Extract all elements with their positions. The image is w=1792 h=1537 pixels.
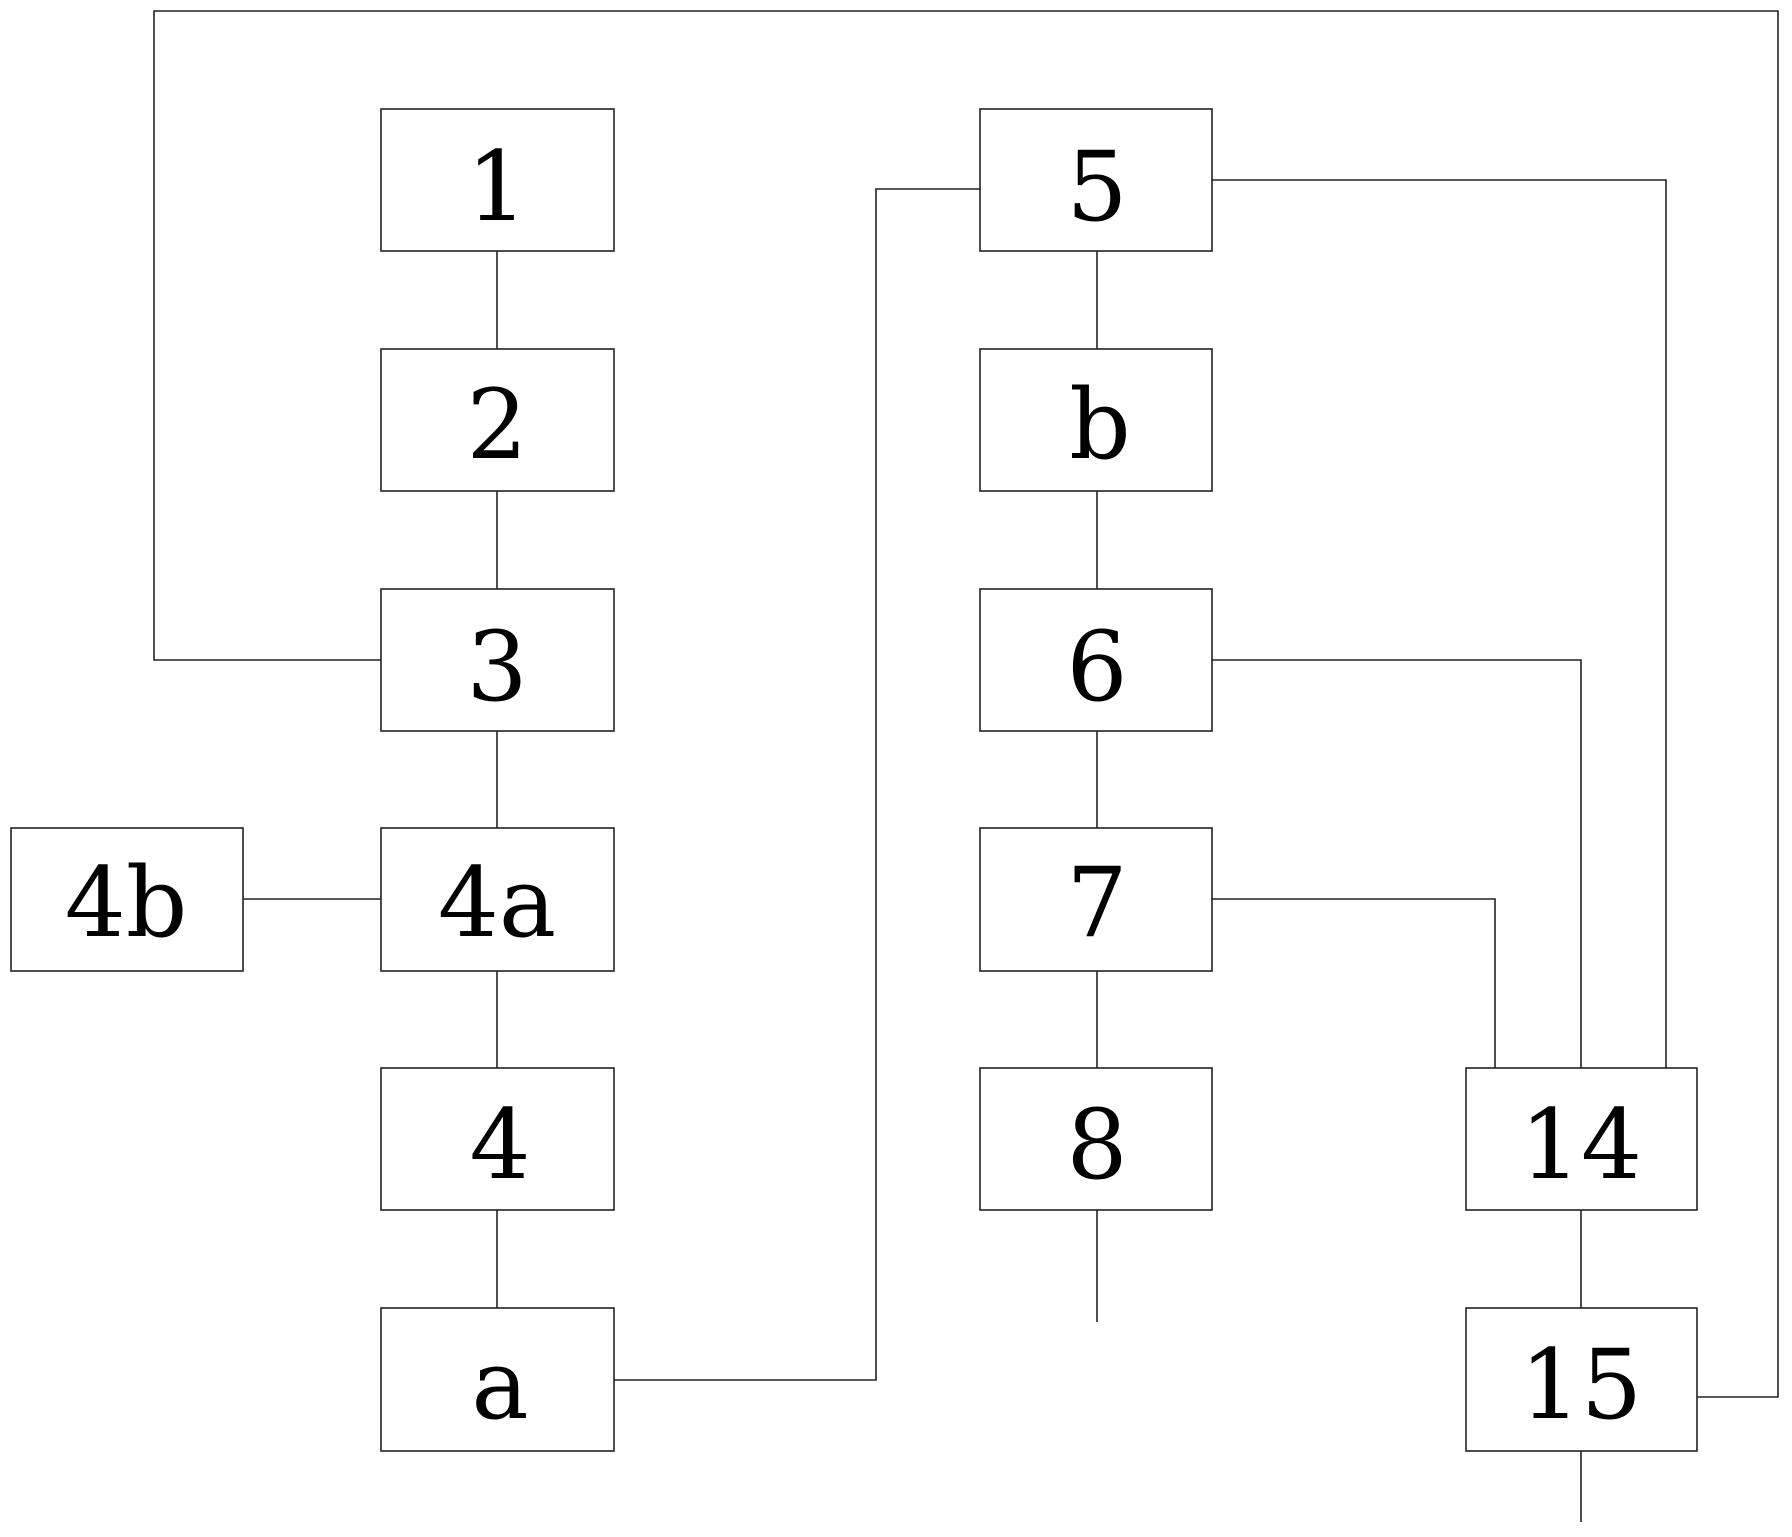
block-2-label: 2 bbox=[466, 369, 527, 481]
block-8-label: 8 bbox=[1066, 1089, 1127, 1201]
block-a: a bbox=[380, 1307, 615, 1452]
wire-6-14 bbox=[1212, 659, 1582, 1068]
block-5-box bbox=[979, 108, 1213, 252]
block-4a-label: 4a bbox=[438, 847, 556, 959]
block-8: 8 bbox=[979, 1067, 1213, 1211]
block-4a-box bbox=[380, 827, 615, 972]
block-8-box bbox=[979, 1067, 1213, 1211]
block-14-label: 14 bbox=[1520, 1089, 1642, 1201]
block-15-label: 15 bbox=[1520, 1329, 1642, 1441]
wire-5-14 bbox=[1212, 179, 1667, 1068]
block-4b-box bbox=[10, 827, 244, 972]
block-7: 7 bbox=[979, 827, 1213, 972]
wire-a-5 bbox=[614, 188, 980, 1381]
block-a-label: a bbox=[471, 1329, 528, 1441]
block-2-box bbox=[380, 348, 615, 492]
block-1-label: 1 bbox=[466, 131, 527, 243]
block-4-box bbox=[380, 1067, 615, 1211]
block-3: 3 bbox=[380, 588, 615, 732]
block-6: 6 bbox=[979, 588, 1213, 732]
block-b-box bbox=[979, 348, 1213, 492]
block-6-label: 6 bbox=[1066, 611, 1127, 723]
block-b-label: b bbox=[1069, 369, 1130, 481]
block-15-box bbox=[1465, 1307, 1698, 1452]
block-4b: 4b bbox=[10, 827, 244, 972]
block-6-box bbox=[979, 588, 1213, 732]
wire-15-3 bbox=[153, 10, 1779, 1398]
block-7-label: 7 bbox=[1066, 847, 1127, 959]
block-2: 2 bbox=[380, 348, 615, 492]
block-4: 4 bbox=[380, 1067, 615, 1211]
block-14: 14 bbox=[1465, 1067, 1698, 1211]
block-5-label: 5 bbox=[1066, 131, 1127, 243]
block-1: 1 bbox=[380, 108, 615, 252]
connection-wires bbox=[153, 10, 1779, 1522]
block-b: b bbox=[979, 348, 1213, 492]
wire-7-14 bbox=[1212, 898, 1496, 1068]
block-14-box bbox=[1465, 1067, 1698, 1211]
block-5: 5 bbox=[979, 108, 1213, 252]
block-3-box bbox=[380, 588, 615, 732]
block-4a: 4a bbox=[380, 827, 615, 972]
block-7-box bbox=[979, 827, 1213, 972]
block-4b-label: 4b bbox=[65, 847, 188, 959]
block-1-box bbox=[380, 108, 615, 252]
block-4-label: 4 bbox=[469, 1089, 530, 1201]
block-3-label: 3 bbox=[466, 611, 527, 723]
block-a-box bbox=[380, 1307, 615, 1452]
block-15: 15 bbox=[1465, 1307, 1698, 1452]
